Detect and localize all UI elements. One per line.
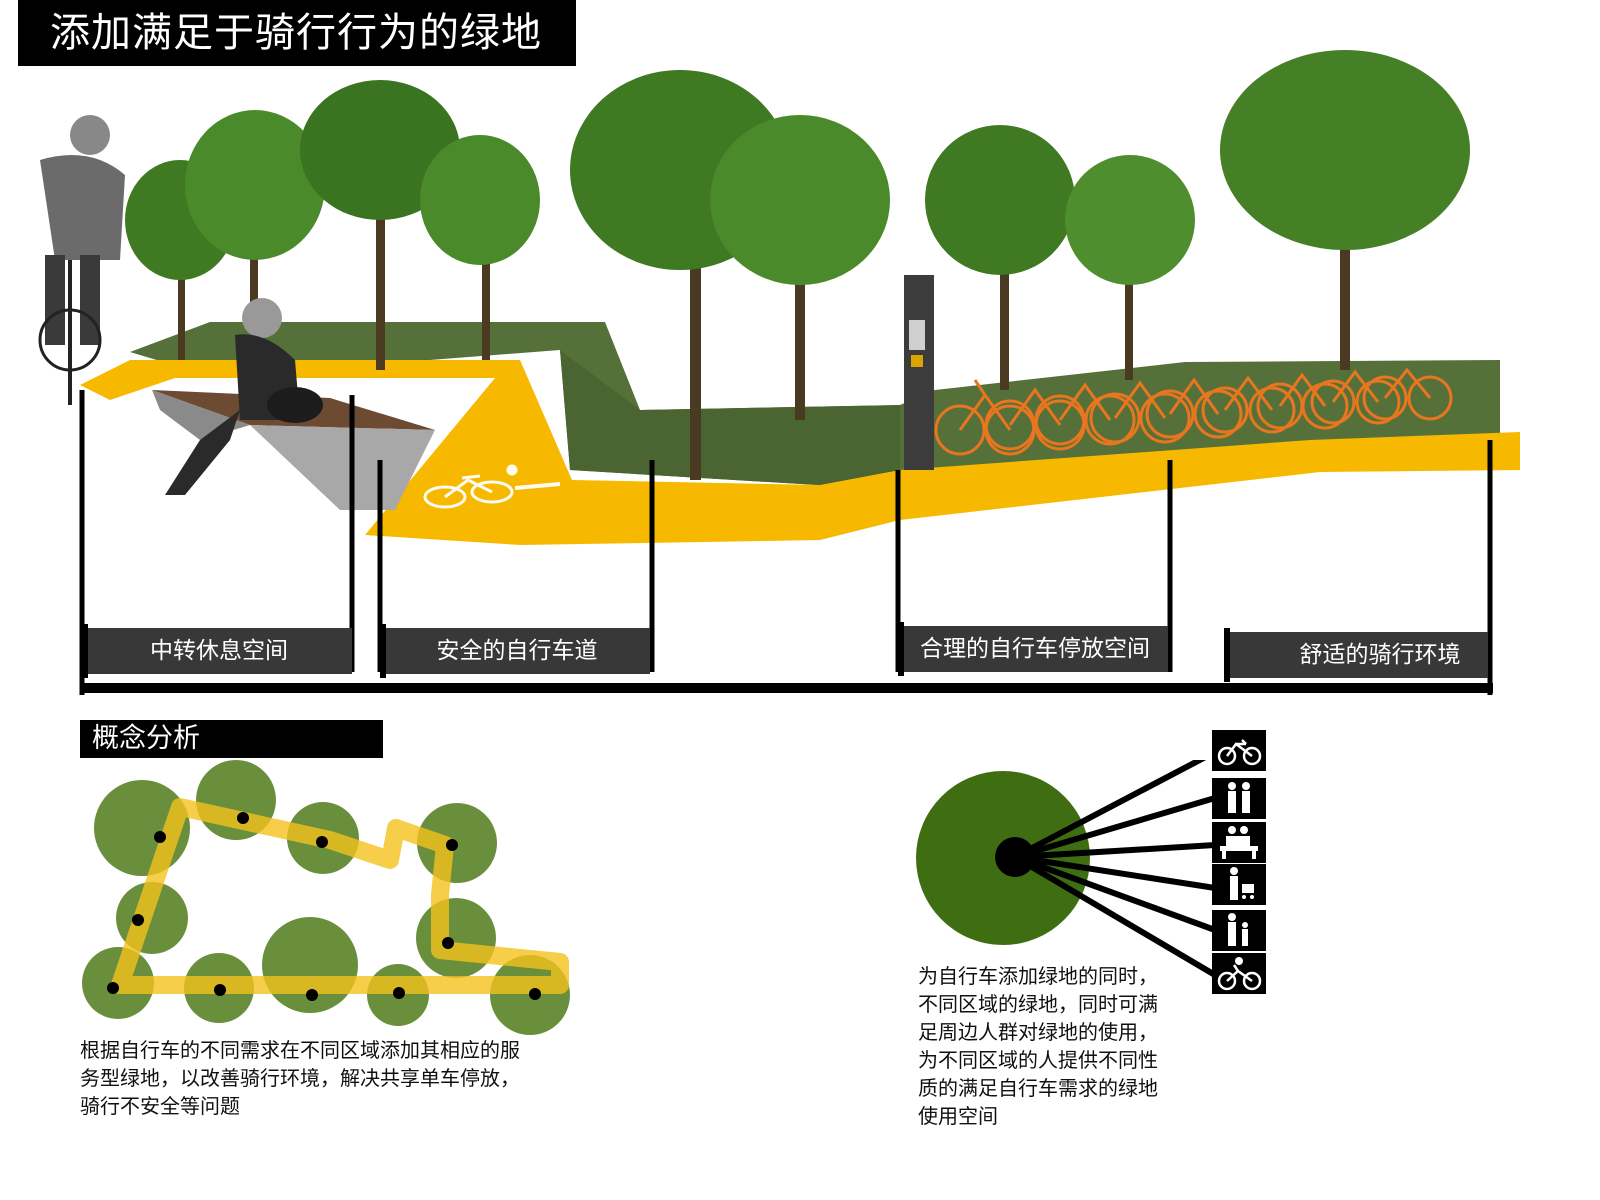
concept-heading-bar: 概念分析 xyxy=(80,720,383,758)
text-line: 为不同区域的人提供不同性 xyxy=(918,1048,1158,1072)
text-line: 质的满足自行车需求的绿地 xyxy=(918,1076,1158,1100)
people-on-bench-icon xyxy=(1212,822,1266,863)
label-text: 舒适的骑行环境 xyxy=(1299,642,1461,668)
tree-row xyxy=(125,50,1470,480)
seated-person xyxy=(165,298,323,495)
shopping-cart-person-icon xyxy=(1212,864,1266,905)
text-line: 不同区域的绿地，同时可满 xyxy=(918,992,1158,1016)
label-text: 安全的自行车道 xyxy=(436,638,598,664)
yellow-route xyxy=(111,798,569,994)
label-text: 中转休息空间 xyxy=(150,638,288,664)
cyclist-icon xyxy=(1212,953,1266,994)
concept-description-left: 根据自行车的不同需求在不同区域添加其相应的服 务型绿地，以改善骑行环境，解决共享… xyxy=(80,1036,600,1120)
section-illustration xyxy=(38,50,1520,695)
couple-walking-icon xyxy=(1212,778,1266,819)
route-nodes xyxy=(107,812,541,1001)
baseline xyxy=(80,683,1493,693)
concept-description-right: 为自行车添加绿地的同时， 不同区域的绿地，同时可满 足周边人群对绿地的使用， 为… xyxy=(918,962,1218,1130)
label-parking-space: 合理的自行车停放空间 xyxy=(898,622,1168,676)
label-rest-space: 中转休息空间 xyxy=(82,624,352,678)
cyclist-figure xyxy=(38,115,125,405)
grass-area xyxy=(130,322,1500,490)
parent-child-icon xyxy=(1212,910,1266,951)
parked-bicycles xyxy=(934,367,1453,456)
radial-lines xyxy=(1012,760,1218,978)
label-safe-lane: 安全的自行车道 xyxy=(380,624,650,678)
text-line: 使用空间 xyxy=(918,1104,998,1128)
concept-diagram-right xyxy=(916,760,1218,978)
concept-heading: 概念分析 xyxy=(92,723,200,754)
text-line: 足周边人群对绿地的使用， xyxy=(918,1020,1158,1044)
title-bar: 添加满足于骑行行为的绿地 xyxy=(18,0,576,66)
text-line: 根据自行车的不同需求在不同区域添加其相应的服 xyxy=(80,1038,520,1062)
concept-diagram-left xyxy=(82,760,570,1035)
page-title: 添加满足于骑行行为的绿地 xyxy=(50,10,542,56)
hub-node xyxy=(995,837,1035,877)
text-line: 务型绿地，以改善骑行环境，解决共享单车停放， xyxy=(80,1066,520,1090)
label-text: 合理的自行车停放空间 xyxy=(920,636,1150,662)
text-line: 骑行不安全等问题 xyxy=(80,1094,240,1118)
bike-lane xyxy=(80,360,1520,545)
bike-lane-symbol-icon xyxy=(423,464,561,509)
bike-kiosk xyxy=(904,275,934,470)
text-line: 为自行车添加绿地的同时， xyxy=(918,964,1158,988)
label-comfortable-env: 舒适的骑行环境 xyxy=(1224,628,1488,682)
bicycle-icon xyxy=(1212,730,1266,771)
